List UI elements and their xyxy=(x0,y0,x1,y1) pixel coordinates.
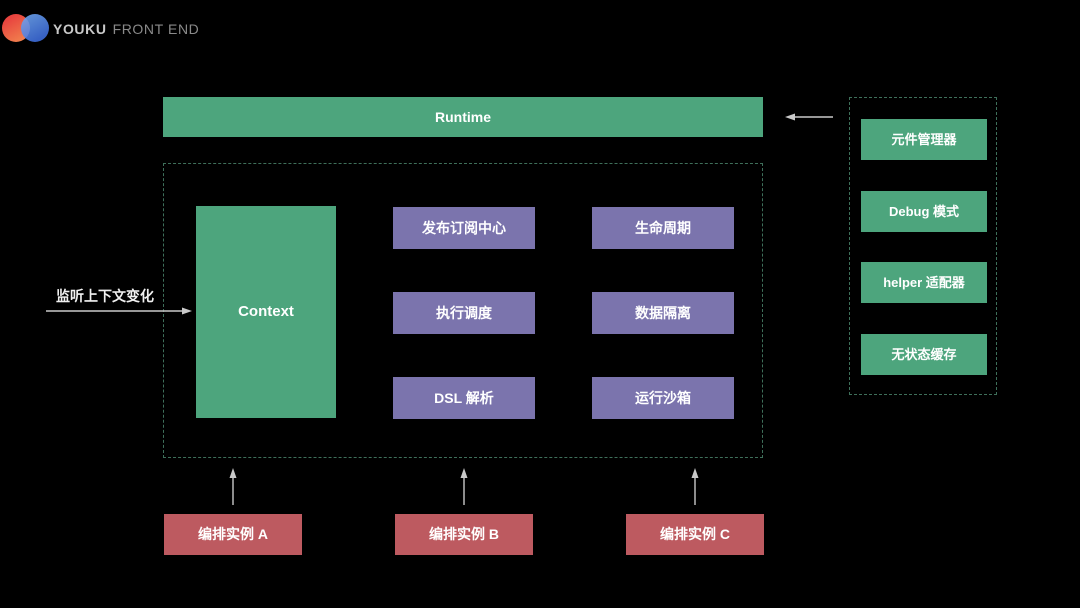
brand-name: YOUKU xyxy=(53,21,107,37)
logo-circle-blue-icon xyxy=(21,14,49,42)
module-pubsub-center: 发布订阅中心 xyxy=(393,207,535,249)
module-dsl-parsing: DSL 解析 xyxy=(393,377,535,419)
arrow-left-icon xyxy=(785,113,833,121)
brand-suffix: FRONT END xyxy=(112,21,200,37)
runtime-bar: Runtime xyxy=(163,97,763,137)
module-execution-scheduling: 执行调度 xyxy=(393,292,535,334)
side-item-helper-adapter: helper 适配器 xyxy=(861,262,987,303)
helper-panel: 元件管理器 Debug 模式 helper 适配器 无状态缓存 xyxy=(849,97,997,395)
instance-b-box: 编排实例 B xyxy=(395,514,533,555)
context-box: Context xyxy=(196,206,336,418)
arrow-right-icon xyxy=(46,307,192,315)
module-runtime-sandbox: 运行沙箱 xyxy=(592,377,734,419)
brand-logo: YOUKU FRONT END xyxy=(53,21,199,37)
arrow-up-icon xyxy=(691,468,699,505)
context-change-annotation: 监听上下文变化 xyxy=(56,288,154,304)
side-item-stateless-cache: 无状态缓存 xyxy=(861,334,987,375)
side-item-debug-mode: Debug 模式 xyxy=(861,191,987,232)
arrow-up-icon xyxy=(460,468,468,505)
instance-a-box: 编排实例 A xyxy=(164,514,302,555)
instance-c-box: 编排实例 C xyxy=(626,514,764,555)
arrow-up-icon xyxy=(229,468,237,505)
module-data-isolation: 数据隔离 xyxy=(592,292,734,334)
module-lifecycle: 生命周期 xyxy=(592,207,734,249)
side-item-component-manager: 元件管理器 xyxy=(861,119,987,160)
core-runtime-panel: Context 发布订阅中心 生命周期 执行调度 数据隔离 DSL 解析 运行沙… xyxy=(163,163,763,458)
